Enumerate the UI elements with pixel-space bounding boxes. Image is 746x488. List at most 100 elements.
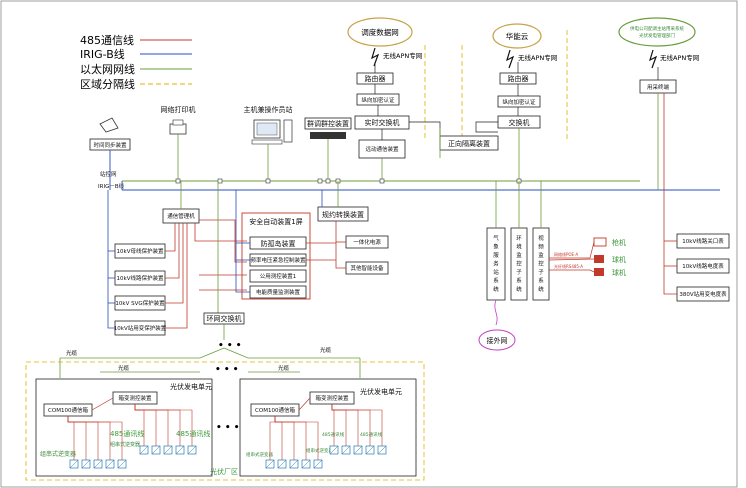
external-network: 接外网 <box>478 329 516 351</box>
box-transformer-2-label: 箱变测控装置 <box>315 394 349 402</box>
legend-label-ethernet: 以太网网线 <box>80 62 135 76</box>
integrated-power: 一体化电源 <box>345 235 389 249</box>
ring-switch-label: 环网交换机 <box>207 314 242 323</box>
freq-voltage: 频率电压紧急控制装置 <box>249 253 307 267</box>
power-company-cloud: 供电公司配调主站用采系统 光伏发电管理部门 <box>618 17 696 47</box>
collection-terminal-label: 用采终端 <box>647 83 670 91</box>
video-monitor-label: 视频监控子系统 <box>538 234 544 293</box>
dots-1: • • • <box>218 341 242 351</box>
network-printer-label: 网络打印机 <box>161 105 196 114</box>
telecontrol: 远动通信装置 <box>358 139 406 159</box>
pv-unit-1-frame <box>35 378 213 477</box>
apn1-label: 无线APN专网 <box>383 51 422 60</box>
freq-voltage-label: 频率电压紧急控制装置 <box>250 256 306 264</box>
box-transformer-1: 箱变测控装置 <box>112 391 158 405</box>
com100-1: COM100通信箱 <box>43 403 93 417</box>
pv-unit-2-label: 光伏发电单元 <box>360 387 402 396</box>
station-meter: 380V站用变电度表 <box>676 286 730 302</box>
video-monitor: 视频监控子系统 <box>532 227 550 301</box>
legend-label-irig: IRIG-B线 <box>80 47 125 61</box>
printer-icon <box>169 123 187 135</box>
fiber-label-4: 光缆 <box>320 346 332 354</box>
telecontrol-label: 远动通信装置 <box>365 145 399 153</box>
power-quality-label: 电能质量监测装置 <box>256 288 301 296</box>
rs485-line <box>274 416 283 460</box>
vertical-auth-2: 纵向加密认证 <box>497 95 541 108</box>
legend-label-485: 485通信线 <box>80 33 134 47</box>
ring-switch: 环网交换机 <box>203 312 245 325</box>
inverter-label-3: 组串式逆变器 <box>246 451 273 458</box>
fiber-label-2: 光缆 <box>118 364 130 372</box>
gateway-meter-label: 10kV线路关口表 <box>682 237 724 245</box>
rs485-line <box>274 416 319 460</box>
keyboard-icon <box>251 139 283 145</box>
external-network-label: 接外网 <box>487 336 508 345</box>
gun-camera-label: 枪机 <box>612 238 626 247</box>
host-workstation: 主机兼操作员站 <box>244 105 293 145</box>
gun-camera-icon <box>593 237 607 247</box>
forward-isolation-label: 正向隔离装置 <box>448 139 490 148</box>
com100-2-label: COM100通信箱 <box>255 406 295 414</box>
apn3-label: 无线APN专网 <box>660 53 699 62</box>
host-workstation-label: 主机兼操作员站 <box>244 105 293 114</box>
collection-terminal: 用采终端 <box>639 79 677 94</box>
huaneng-cloud-label: 华能云 <box>506 31 529 41</box>
weather-station-label: 气象服务站系统 <box>493 234 499 293</box>
router-1: 路由器 <box>356 72 394 85</box>
bus-protection-label: 10kV母线保护装置 <box>117 247 164 255</box>
router-2-label: 路由器 <box>508 74 529 83</box>
power-company-label-1: 供电公司配调主站用采系统 <box>630 25 684 32</box>
env-monitor-label: 环境监控子系统 <box>516 235 522 293</box>
vertical-auth-1: 纵向加密认证 <box>356 93 400 106</box>
forward-isolation: 正向隔离装置 <box>439 135 499 151</box>
protocol-converter: 规约转换装置 <box>317 206 369 222</box>
lightning-icon <box>371 47 380 67</box>
anti-island-label: 防孤岛装置 <box>261 239 296 248</box>
dispatch-cloud-label: 调度数据网 <box>361 27 399 37</box>
legend: 485通信线 IRIG-B线 以太网网线 区域分隔线 <box>80 33 192 91</box>
dots-2: • • • <box>215 365 239 375</box>
realtime-switch: 实时交换机 <box>354 115 410 130</box>
rs485-label-3: 485通讯线 <box>322 431 345 438</box>
station-layer-label: 站控网 <box>100 170 117 178</box>
video-line-2-label: 光纤线RS485-A <box>554 263 583 269</box>
group-control: 群调群控装置 <box>304 117 352 139</box>
dots-3: • • • <box>216 423 240 433</box>
other-devices: 其他智能设备 <box>345 261 389 275</box>
safety-device-label: 安全自动装置1屏 <box>249 217 302 226</box>
box-transformer-2: 箱变测控装置 <box>309 391 355 405</box>
lightning-icon <box>506 49 515 69</box>
power-quality: 电能质量监测装置 <box>249 285 307 299</box>
other-devices-label: 其他智能设备 <box>350 264 384 272</box>
rs485-line <box>274 416 307 460</box>
pv-area-frame <box>25 361 425 481</box>
env-monitor: 环境监控子系统 <box>510 227 528 301</box>
comm-manager: 通信管理机 <box>162 208 200 224</box>
anti-island: 防孤岛装置 <box>249 236 307 250</box>
pv-unit-1-label: 光伏发电单元 <box>170 382 212 391</box>
svg-protection: 10kV SVG保护装置 <box>114 295 166 311</box>
fiber-label-3: 光缆 <box>278 364 290 372</box>
svg-protection-label: 10kV SVG保护装置 <box>115 299 165 307</box>
network-printer: 网络打印机 <box>161 105 196 135</box>
station-transformer-label: 10kV站用变保护装置 <box>114 324 167 332</box>
gateway-meter: 10kV线路关口表 <box>676 233 730 249</box>
safety-frame <box>241 212 311 300</box>
inverter-label-2: 组串式逆变器 <box>110 441 140 448</box>
power-company-label-2: 光伏发电管理部门 <box>639 32 675 39</box>
station-transformer-protection: 10kV站用变保护装置 <box>114 320 167 336</box>
public-measure-label: 公用测控装置1 <box>260 272 297 280</box>
apn2-label: 无线APN专网 <box>518 53 557 62</box>
vertical-auth-1-label: 纵向加密认证 <box>361 96 395 104</box>
rs485-label-2: 485通讯线 <box>176 429 210 438</box>
dome-camera-label-1: 球机 <box>612 255 626 264</box>
com100-1-label: COM100通信箱 <box>48 406 88 414</box>
rs485-line <box>331 404 383 446</box>
dispatch-cloud: 调度数据网 <box>347 17 413 47</box>
time-sync-label: 时间同步装置 <box>93 141 127 149</box>
pv-panel-array <box>67 404 387 469</box>
dome-camera-label-2: 球机 <box>612 268 626 277</box>
satellite-icon <box>99 117 119 133</box>
